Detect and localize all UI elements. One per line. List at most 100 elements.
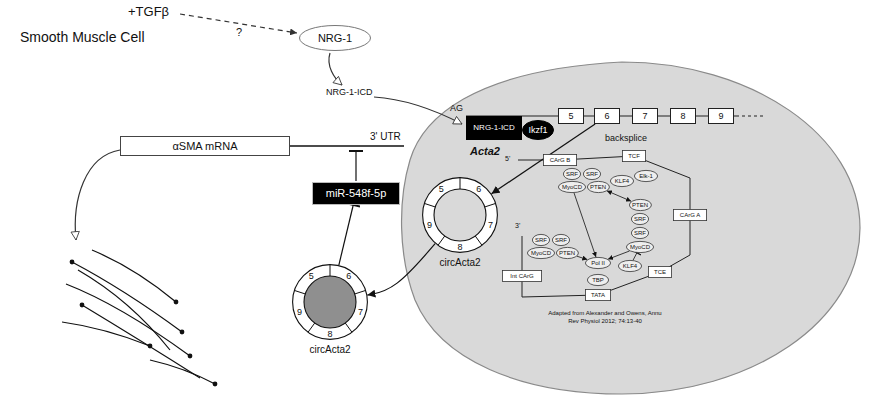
ellipse-outline <box>523 121 554 140</box>
box-outline <box>313 183 400 205</box>
node-text: SRF <box>566 171 578 177</box>
factor-ellipse: SRF <box>532 234 550 246</box>
node-text: Pol II <box>591 260 605 266</box>
node-text: 6 <box>604 112 609 121</box>
ellipse-outline <box>626 241 653 252</box>
promoter-element-box: TCE <box>648 266 672 278</box>
box-outline <box>648 266 671 277</box>
factor-ellipse: MyoCD <box>558 181 586 193</box>
ellipse-outline <box>587 181 609 192</box>
gene-strand-continued <box>736 115 766 116</box>
exon-number: 8 <box>457 243 462 252</box>
node-text: 8 <box>680 112 685 121</box>
ellipse-outline <box>583 168 600 179</box>
ellipse-outline <box>556 247 578 258</box>
node-text: Ikzf1 <box>528 126 547 135</box>
ring-outer <box>423 178 498 253</box>
strand-label: 5' <box>505 155 510 162</box>
exon-number: 6 <box>346 272 351 281</box>
node-text: KLF4 <box>623 263 637 269</box>
promoter-element-box: CArG A <box>673 209 707 221</box>
inhibition-connector <box>339 205 353 265</box>
circrna-ring: 56789circActa2 <box>292 264 368 340</box>
mirna-box: miR-548f-5p <box>312 182 400 205</box>
strand-label: 3' <box>515 222 520 229</box>
splice-site-label: AG <box>450 104 463 113</box>
signal-label: +TGFβ <box>128 5 169 18</box>
exon-number: 9 <box>297 307 302 316</box>
node-text: TCF <box>628 153 640 159</box>
promoter-element-box: Int CArG <box>502 270 542 282</box>
edge-label: backsplice <box>605 134 647 143</box>
segment-divider <box>330 265 331 276</box>
box-outline <box>622 150 645 161</box>
node-text: SRF <box>555 237 567 243</box>
inhibition-line <box>355 151 356 181</box>
gene-label: Acta2 <box>470 146 500 157</box>
node-text: miR-548f-5p <box>326 188 387 199</box>
fiber-dot <box>148 344 153 349</box>
ellipse-outline <box>558 181 585 192</box>
fiber-dot <box>213 382 218 387</box>
box-outline <box>671 109 696 124</box>
segment-divider <box>308 323 315 332</box>
segment-divider <box>345 323 352 332</box>
mrna-box: αSMA mRNA <box>120 136 290 156</box>
box-outline <box>502 270 541 281</box>
promoter-dna <box>518 156 690 297</box>
node-text: SRF <box>535 237 547 243</box>
node-text: Elk-1 <box>639 173 653 179</box>
factor-ellipse: PTEN <box>587 181 610 193</box>
segment-divider <box>424 203 435 207</box>
fiber-dot <box>174 300 179 305</box>
node-text: 9 <box>718 112 723 121</box>
ellipse-outline <box>585 257 610 268</box>
activation-arrow <box>577 256 588 259</box>
exon-box: 6 <box>594 108 620 124</box>
exon-box: 9 <box>708 108 734 124</box>
fiber-dot <box>70 260 75 265</box>
node-text: KLF4 <box>615 178 629 184</box>
fiber-dot <box>188 354 193 359</box>
exon-number: 7 <box>358 307 363 316</box>
exon-number: 8 <box>327 330 332 339</box>
box-outline <box>673 209 706 220</box>
actin-fiber <box>72 262 182 332</box>
actin-fiber <box>150 360 215 384</box>
ellipse-outline <box>587 274 608 285</box>
segment-divider <box>485 203 496 207</box>
promoter-element-box: TCF <box>622 150 646 162</box>
factor-ellipse: TBP <box>587 274 609 286</box>
interaction-arrow <box>607 191 631 201</box>
circrna-label: circActa2 <box>309 345 350 355</box>
ellipse-outline <box>629 199 651 210</box>
node-text: NRG-1-ICD <box>473 124 514 132</box>
factor-ellipse: Elk-1 <box>634 170 658 182</box>
fiber-dot <box>180 330 185 335</box>
ellipse-outline <box>634 170 657 181</box>
ellipse-outline <box>527 247 554 258</box>
ellipse-outline <box>631 227 648 238</box>
factor-ellipse: KLF4 <box>610 175 634 187</box>
box-outline <box>559 109 584 124</box>
node-text: SRF <box>634 230 646 236</box>
exon-box: 7 <box>632 108 658 124</box>
exon-number: 5 <box>309 272 314 281</box>
protein-ellipse: Ikzf1 <box>522 120 554 140</box>
inhibition-bar <box>349 150 363 152</box>
translation-arrow <box>75 150 120 240</box>
segment-divider <box>460 178 461 189</box>
segment-divider <box>475 236 482 245</box>
box-outline <box>543 154 576 165</box>
exon-number: 6 <box>476 185 481 194</box>
exon-number: 5 <box>439 185 444 194</box>
actin-fiber <box>82 305 200 378</box>
exon-box: 5 <box>558 108 584 124</box>
ring-inner <box>304 276 356 328</box>
segment-divider <box>355 290 366 294</box>
fiber-dot <box>80 303 85 308</box>
node-text: MyoCD <box>531 250 551 256</box>
factor-ellipse: KLF4 <box>618 260 642 272</box>
node-text: PTEN <box>590 184 606 190</box>
